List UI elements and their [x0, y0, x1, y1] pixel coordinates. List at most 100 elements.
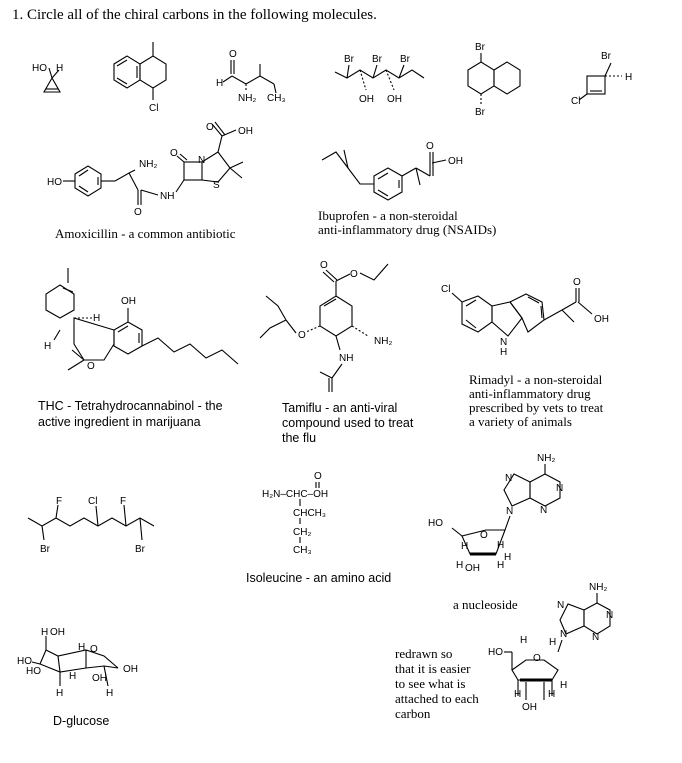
caption-rimadyl-line1: Rimadyl - a non-steroidal [469, 372, 603, 387]
atom-label: H [44, 341, 51, 352]
atom-label: NH₂ [139, 159, 157, 170]
atom-label: H [504, 552, 511, 563]
iso-line4: CH₃ [293, 545, 312, 556]
atom-label: N [506, 506, 513, 517]
atom-label: O [533, 653, 541, 664]
atom-label: O [90, 644, 98, 655]
atom-label: OH [359, 94, 374, 105]
atom-label: H [93, 313, 100, 324]
atom-label: NH [339, 353, 353, 364]
molecule-d-glucose: H OH H O HO HO H OH OH H H D-glucose [17, 627, 138, 728]
iso-line3: CH₂ [293, 527, 311, 538]
atom-label: Br [400, 54, 411, 65]
caption-tamiflu-line2: compound used to treat [282, 416, 414, 430]
caption-tamiflu-line3: the flu [282, 431, 316, 445]
atom-label: Cl [441, 284, 450, 295]
atom-label: OH [448, 156, 463, 167]
molecule-cyclopropenol: HO H [32, 63, 63, 93]
redrawn-note: redrawn so that it is easier to see what… [395, 646, 479, 721]
atom-label: Br [40, 544, 51, 555]
atom-label: OH [92, 673, 107, 684]
atom-label: OH [465, 563, 480, 574]
atom-label: H [106, 688, 113, 699]
caption-tamiflu-line1: Tamiflu - an anti-viral [282, 401, 397, 415]
atom-label: Br [475, 42, 486, 53]
redrawn-line4: attached to each [395, 691, 479, 706]
atom-label: OH [594, 314, 609, 325]
atom-label: S [213, 180, 220, 191]
molecule-halogen-chain: F Cl F Br Br [27, 496, 155, 555]
atom-label: OH [387, 94, 402, 105]
atom-label: N [505, 473, 512, 484]
molecule-tamiflu: O O NH₂ O NH Tamiflu - an anti-viral com… [259, 260, 414, 445]
atom-label: O [298, 330, 306, 341]
atom-label: H [520, 635, 527, 646]
iso-line2: CHCH₃ [293, 508, 326, 519]
atom-label: HO [488, 647, 503, 658]
atom-label: HO [47, 177, 62, 188]
redrawn-line1: redrawn so [395, 646, 452, 661]
atom-label: N [557, 600, 564, 611]
redrawn-line3: to see what is [395, 676, 465, 691]
atom-label: N [592, 632, 599, 643]
caption-glucose: D-glucose [53, 714, 109, 728]
atom-label: H [497, 560, 504, 571]
atom-label: Br [475, 107, 486, 118]
atom-label: HO [17, 656, 32, 667]
atom-label: O [134, 207, 142, 218]
atom-label: HO [26, 666, 41, 677]
atom-label: H [625, 72, 632, 83]
molecule-amoxicillin: HO NH₂ O NH O N S O OH Amoxicillin - a c… [47, 121, 253, 241]
molecule-tribromo-diol: Br Br Br OH OH [334, 54, 425, 105]
atom-label: HO [428, 518, 443, 529]
atom-label: O [320, 260, 328, 271]
atom-label: N [500, 337, 507, 348]
atom-label: O [573, 277, 581, 288]
atom-label: NH₂ [589, 582, 607, 593]
atom-label: H [78, 642, 85, 653]
atom-label: OH [121, 296, 136, 307]
atom-label: H [456, 560, 463, 571]
molecule-nucleoside-redrawn: NH₂ N N N N H HO H O H OH H H [488, 582, 613, 713]
atom-label: H [514, 689, 521, 700]
caption-ibuprofen-line2: anti-inflammatory drug (NSAIDs) [318, 222, 496, 237]
atom-label: H [56, 688, 63, 699]
molecule-ibuprofen: O OH Ibuprofen - a non-steroidal anti-in… [318, 141, 496, 237]
atom-label: H [549, 637, 556, 648]
atom-label: HO [32, 63, 47, 74]
atom-label: NH₂ [374, 336, 392, 347]
molecule-cyclobutene: Br H Cl [571, 51, 632, 107]
question-text: 1. Circle all of the chiral carbons in t… [12, 7, 377, 23]
atom-label: Cl [88, 496, 97, 507]
atom-label: H [500, 347, 507, 358]
molecule-thc: H H O OH THC - Tetrahydrocannabinol - th… [38, 268, 239, 429]
atom-label: O [480, 530, 488, 541]
atom-label: H [497, 540, 504, 551]
atom-label: Cl [571, 96, 580, 107]
caption-rimadyl-line2: anti-inflammatory drug [469, 386, 591, 401]
atom-label: F [56, 496, 62, 507]
molecule-isoleucine: O H₂N–CHC–OH CHCH₃ CH₂ CH₃ Isoleucine - … [246, 471, 391, 585]
iso-o: O [314, 471, 322, 482]
atom-label: H [69, 671, 76, 682]
atom-label: O [170, 148, 178, 159]
atom-label: H [216, 78, 223, 89]
caption-isoleucine: Isoleucine - an amino acid [246, 571, 391, 585]
iso-line1: H₂N–CHC–OH [262, 489, 328, 500]
redrawn-line2: that it is easier [395, 661, 471, 676]
atom-label: O [350, 269, 358, 280]
atom-label: OH [238, 126, 253, 137]
caption-amoxicillin: Amoxicillin - a common antibiotic [55, 226, 236, 241]
atom-label: O [426, 141, 434, 152]
atom-label: Br [344, 54, 355, 65]
molecule-dibromodecalin: Br Br [467, 42, 521, 118]
atom-label: NH₂ [537, 453, 555, 464]
atom-label: H [461, 541, 468, 552]
molecule-chlorotetralin: Cl [113, 42, 167, 114]
atom-label: NH [160, 191, 174, 202]
caption-nucleoside: a nucleoside [453, 597, 518, 612]
atom-label: CH₃ [267, 93, 286, 104]
caption-thc-line2: active ingredient in marijuana [38, 415, 201, 429]
atom-label: F [120, 496, 126, 507]
